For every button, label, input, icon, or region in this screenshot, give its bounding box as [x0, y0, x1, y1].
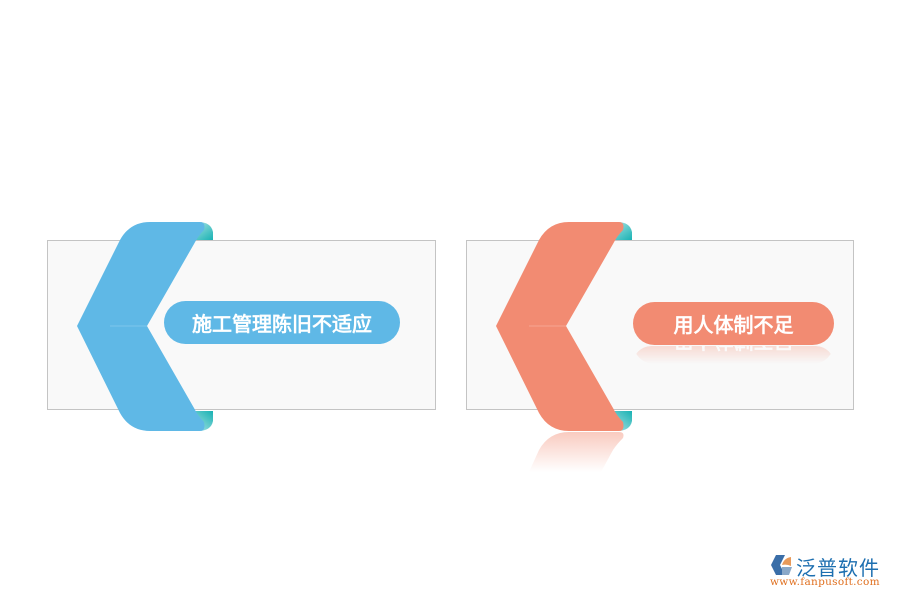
panel-2-chevron-reflection [529, 432, 624, 472]
panel-2-chevron-icon [496, 222, 632, 431]
panel-2-label: 用人体制不足 [673, 313, 794, 337]
panel-1-label-pill: 施工管理陈旧不适应 [164, 301, 400, 344]
logo-name: 泛普软件 [796, 556, 880, 580]
fanpu-logo-icon [771, 555, 792, 575]
fanpu-logo: 泛普软件 www.fanpusoft.com [766, 552, 896, 592]
panel-1-chevron-icon [77, 222, 213, 431]
panel-2-label-reflection: 用人体制不足 [633, 346, 834, 364]
logo-url: www.fanpusoft.com [770, 576, 880, 588]
panel-2-label-pill: 用人体制不足 [633, 302, 834, 345]
panel-1-label: 施工管理陈旧不适应 [192, 312, 372, 336]
